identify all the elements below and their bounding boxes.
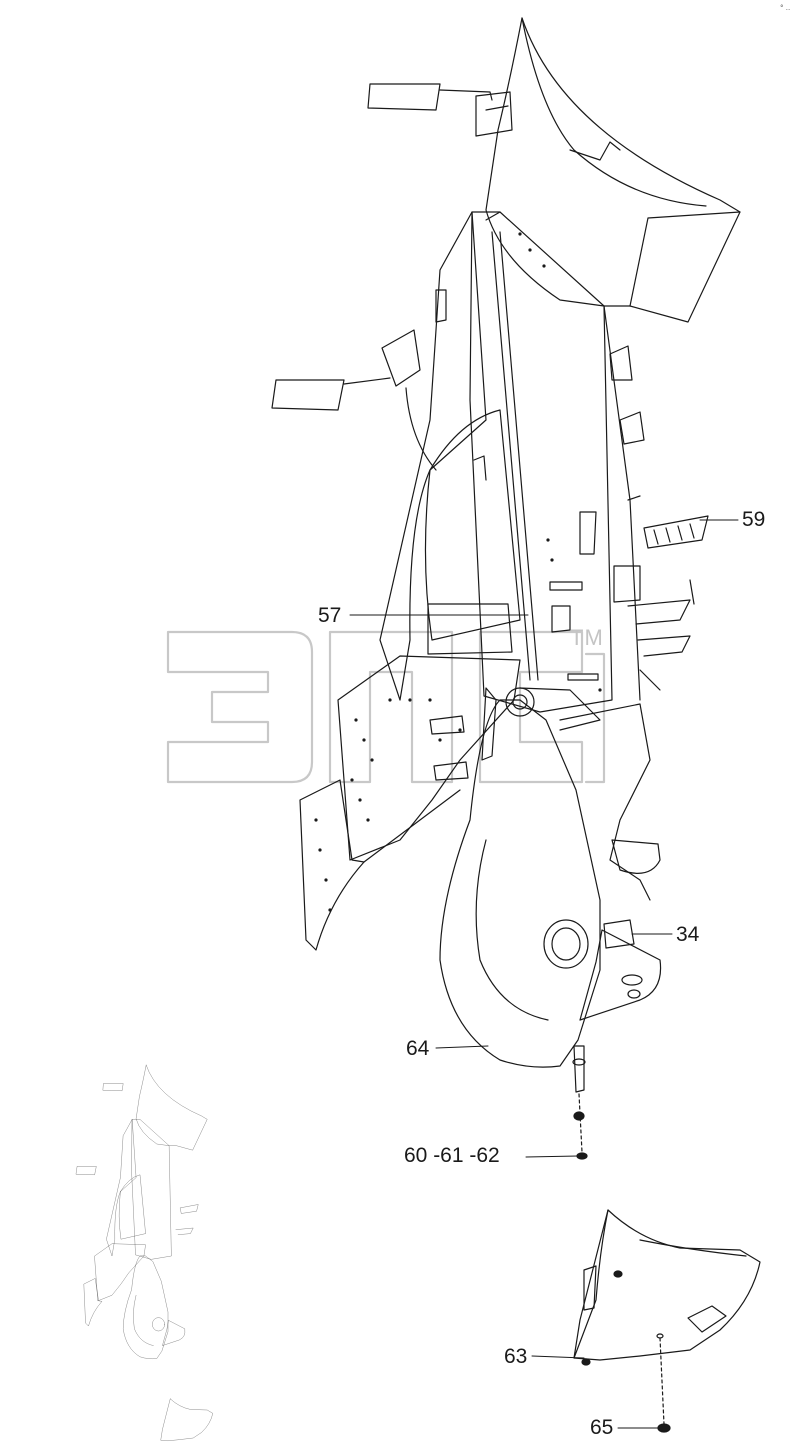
rear-fender bbox=[485, 17, 741, 323]
bracket-59 bbox=[643, 515, 709, 549]
main-frame bbox=[271, 17, 741, 1160]
callout-60-61-62: 60 -61 -62 bbox=[404, 1144, 500, 1167]
frame-rail bbox=[469, 211, 613, 713]
cover-63 bbox=[573, 1209, 761, 1433]
callout-65: 65 bbox=[590, 1416, 614, 1439]
swing-arm-64 bbox=[439, 699, 601, 1068]
watermark-tm: TM bbox=[570, 625, 604, 650]
callout-57: 57 bbox=[318, 604, 342, 627]
upper-step bbox=[367, 83, 441, 111]
leader-lines bbox=[349, 519, 739, 1429]
middle-step bbox=[271, 379, 345, 411]
washer bbox=[573, 1111, 585, 1121]
bolt bbox=[573, 1045, 585, 1093]
side-panel bbox=[379, 211, 487, 701]
watermark-logo bbox=[166, 630, 606, 784]
overview-thumbnail bbox=[76, 1064, 213, 1441]
arc-panel bbox=[424, 409, 521, 641]
fastener-65 bbox=[657, 1423, 671, 1433]
rear-mount bbox=[559, 703, 651, 901]
block-57 bbox=[427, 603, 513, 655]
callout-34: 34 bbox=[676, 923, 700, 946]
mount-plate bbox=[337, 655, 521, 861]
callout-59: 59 bbox=[742, 508, 766, 531]
mount-bracket-34 bbox=[579, 929, 662, 1021]
lower-boss bbox=[543, 919, 589, 969]
corner-mark: ° .. bbox=[780, 4, 791, 12]
callout-64: 64 bbox=[406, 1037, 430, 1060]
callout-63: 63 bbox=[504, 1345, 528, 1368]
